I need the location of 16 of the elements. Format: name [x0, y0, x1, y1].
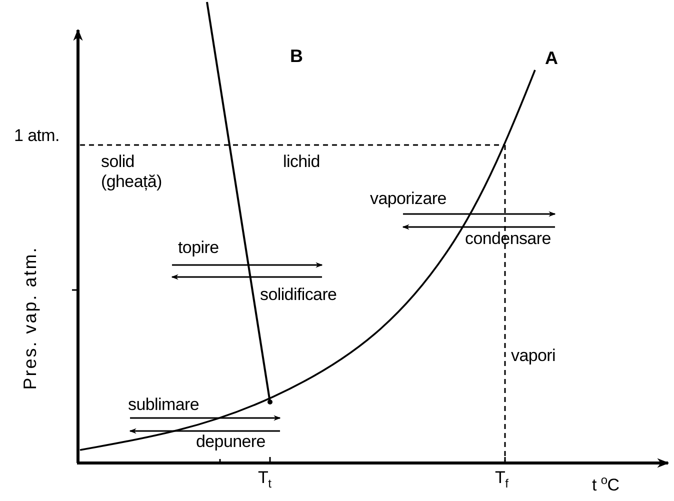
process-label: solidificare — [260, 285, 337, 305]
region-letter: B — [290, 46, 303, 66]
axis-title: Pres. vap. atm. — [20, 246, 40, 390]
process-label: depunere — [196, 432, 266, 452]
region-label: lichid — [283, 152, 320, 172]
region-label: vapori — [511, 346, 556, 366]
process-label: sublimare — [128, 395, 199, 415]
process-label: topire — [178, 238, 219, 258]
tick-label: T$_{t}$ — [258, 468, 272, 492]
curve-letter: A — [545, 48, 558, 68]
axis-title: t $^{o}$C — [592, 472, 620, 496]
axis-tick-label: 1 atm. — [14, 126, 60, 146]
region-label: solid (gheață) — [101, 152, 163, 192]
tick-label: T$_{f}$ — [495, 468, 508, 492]
process-label: vaporizare — [370, 189, 446, 209]
process-label: condensare — [465, 229, 551, 249]
